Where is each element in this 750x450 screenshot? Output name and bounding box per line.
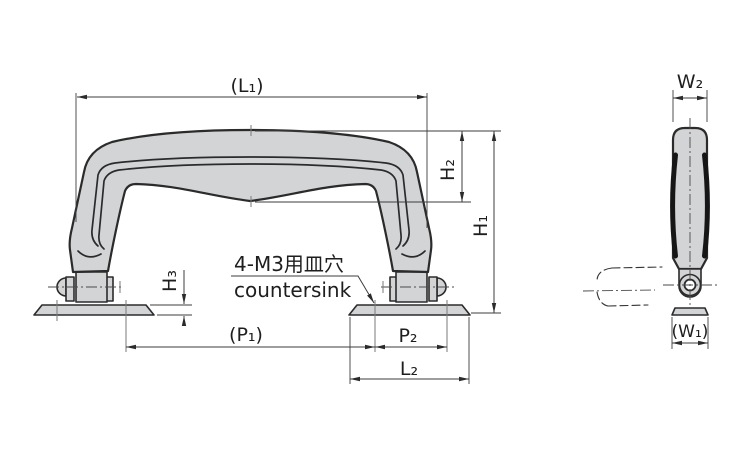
phantom-bottom-line	[607, 304, 649, 307]
side-base-plate	[671, 307, 709, 316]
right-base-plate	[348, 304, 471, 316]
label-p1: (P₁)	[229, 324, 263, 346]
label-h1: H₁	[470, 215, 492, 237]
dimension-lines	[77, 94, 708, 382]
countersink-note-en: countersink	[234, 278, 352, 302]
phantom-top-line	[611, 266, 663, 269]
label-w1: (W₁)	[672, 322, 709, 342]
phantom-folded-grip	[596, 266, 663, 307]
grip-seam-line-outer	[91, 156, 410, 247]
label-h3: H₃	[159, 270, 181, 292]
side-grip-left-band	[670, 152, 678, 259]
centerlines	[48, 118, 717, 352]
phantom-end-arc-upper	[596, 267, 613, 282]
phantom-centerline	[582, 289, 656, 292]
label-h2: H₂	[437, 159, 459, 181]
left-leg-accent-arc	[77, 250, 102, 258]
grip-seam-line-inner	[98, 163, 402, 250]
label-l2: L₂	[400, 358, 418, 380]
label-w2: W₂	[677, 71, 703, 93]
dimension-labels: (L₁) W₂ H₂ H₁ H₃ (P₁) P₂ L₂ (W₁) 4-M3用皿穴…	[159, 71, 708, 380]
countersink-note-jp: 4-M3用皿穴	[234, 252, 344, 276]
side-view	[596, 126, 710, 316]
left-base-plate	[33, 304, 155, 316]
phantom-end-arc-lower	[596, 291, 609, 307]
label-l1: (L₁)	[230, 75, 263, 97]
right-outer-tab	[428, 276, 438, 302]
left-pivot-pin	[56, 277, 67, 297]
label-p2: P₂	[398, 325, 417, 347]
side-grip-right-band	[702, 152, 710, 259]
right-leg-accent-arc	[401, 250, 426, 258]
left-clevis	[56, 271, 114, 303]
right-clevis	[389, 271, 447, 303]
left-outer-tab	[65, 276, 75, 302]
countersink-leader-line	[231, 275, 375, 304]
handle-outline	[68, 128, 433, 274]
